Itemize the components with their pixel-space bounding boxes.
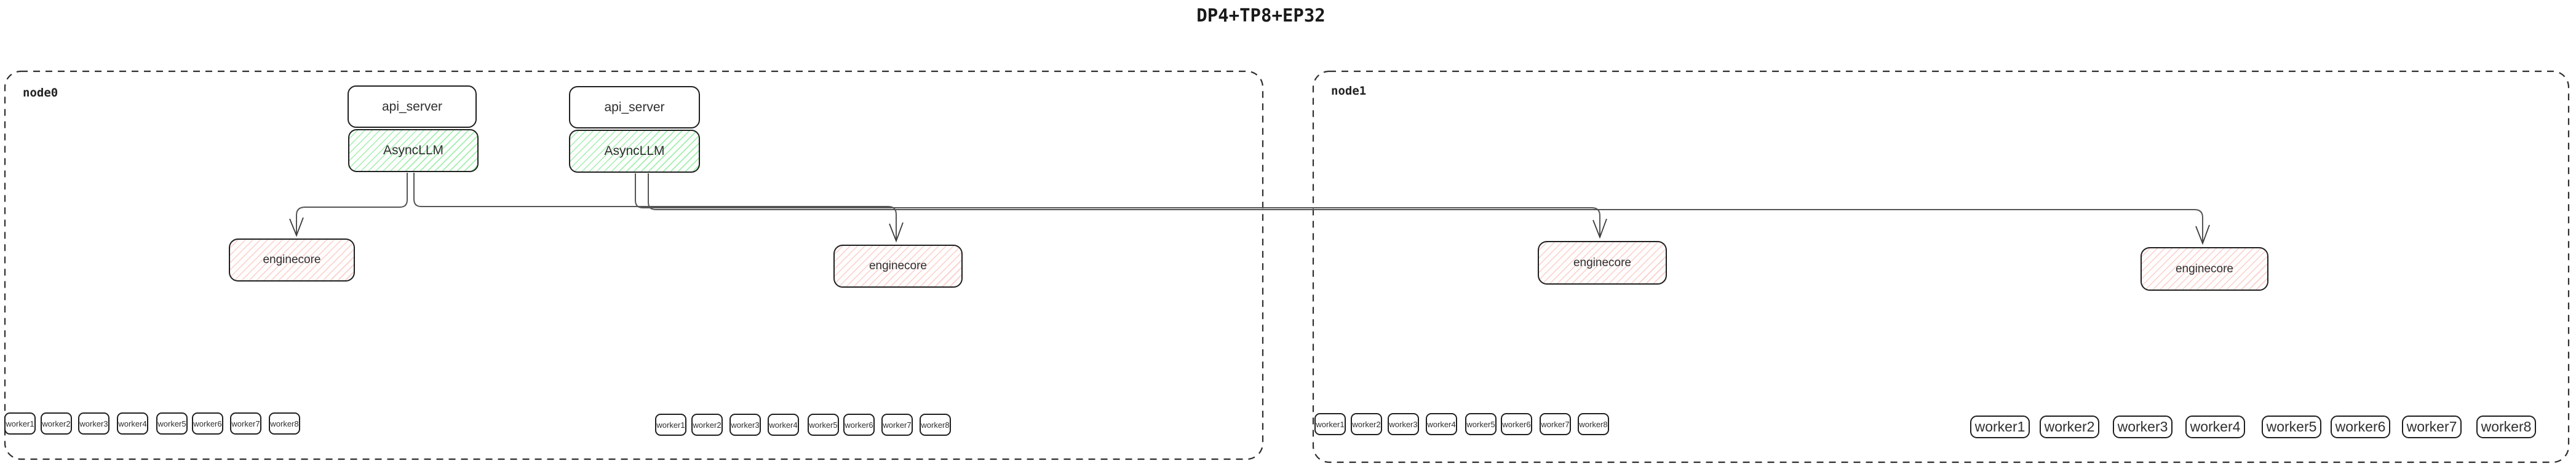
worker-box: worker6 (1501, 413, 1532, 435)
node0-label: node0 (23, 86, 58, 100)
worker-box: worker1 (1970, 416, 2030, 438)
worker-box: worker1 (1314, 413, 1346, 435)
arrowhead-enginecore0a (289, 217, 304, 237)
worker-box: worker2 (41, 412, 72, 435)
worker-box: worker4 (2185, 416, 2245, 438)
worker-box: worker2 (1351, 413, 1382, 435)
worker-box: worker4 (117, 412, 148, 435)
worker-box: worker8 (2476, 416, 2536, 438)
node0-border (4, 70, 1264, 460)
worker-box: worker1 (4, 412, 36, 435)
enginecore-node0-a: enginecore (229, 238, 355, 282)
worker-box: worker1 (655, 414, 686, 436)
enginecore-node1-b: enginecore (2141, 247, 2268, 291)
worker-box: worker5 (1465, 413, 1497, 435)
asyncllm-box-1: AsyncLLM (348, 129, 479, 172)
node1-border (1312, 70, 2570, 463)
worker-box: worker3 (2113, 416, 2173, 438)
diagram-title: DP4+TP8+EP32 (1196, 5, 1326, 26)
edge-asyncllm1-enginecore0a (296, 173, 408, 234)
worker-box: worker6 (843, 414, 875, 436)
worker-box: worker3 (729, 414, 761, 436)
worker-box: worker4 (768, 414, 799, 436)
arrowhead-enginecore1b (2195, 224, 2210, 245)
worker-box: worker7 (230, 412, 261, 435)
enginecore-node0-b: enginecore (833, 245, 963, 288)
worker-box: worker7 (2402, 416, 2462, 438)
worker-box: worker8 (920, 414, 951, 436)
worker-box: worker2 (691, 414, 723, 436)
asyncllm-box-2: AsyncLLM (569, 130, 700, 173)
edge-asyncllm1-enginecore0b (413, 173, 897, 240)
worker-box: worker7 (881, 414, 913, 436)
api-server-box-2: api_server (569, 86, 700, 128)
enginecore-node1-a: enginecore (1538, 241, 1667, 285)
worker-box: worker5 (2262, 416, 2321, 438)
worker-box: worker8 (269, 412, 300, 435)
worker-box: worker6 (2331, 416, 2390, 438)
edge-asyncllm2-enginecore1b (648, 173, 2203, 242)
worker-box: worker5 (808, 414, 839, 436)
worker-box: worker5 (156, 412, 188, 435)
worker-box: worker3 (78, 412, 109, 435)
worker-box: worker8 (1578, 413, 1609, 435)
arrowhead-enginecore1a (1592, 218, 1607, 239)
worker-box: worker6 (192, 412, 223, 435)
arrowhead-enginecore0b (889, 222, 904, 243)
node1-label: node1 (1331, 84, 1367, 98)
edge-asyncllm2-enginecore1a (635, 173, 1600, 236)
worker-box: worker2 (2040, 416, 2099, 438)
worker-box: worker7 (1540, 413, 1571, 435)
worker-box: worker3 (1388, 413, 1419, 435)
worker-box: worker4 (1426, 413, 1457, 435)
api-server-box-1: api_server (348, 85, 477, 128)
